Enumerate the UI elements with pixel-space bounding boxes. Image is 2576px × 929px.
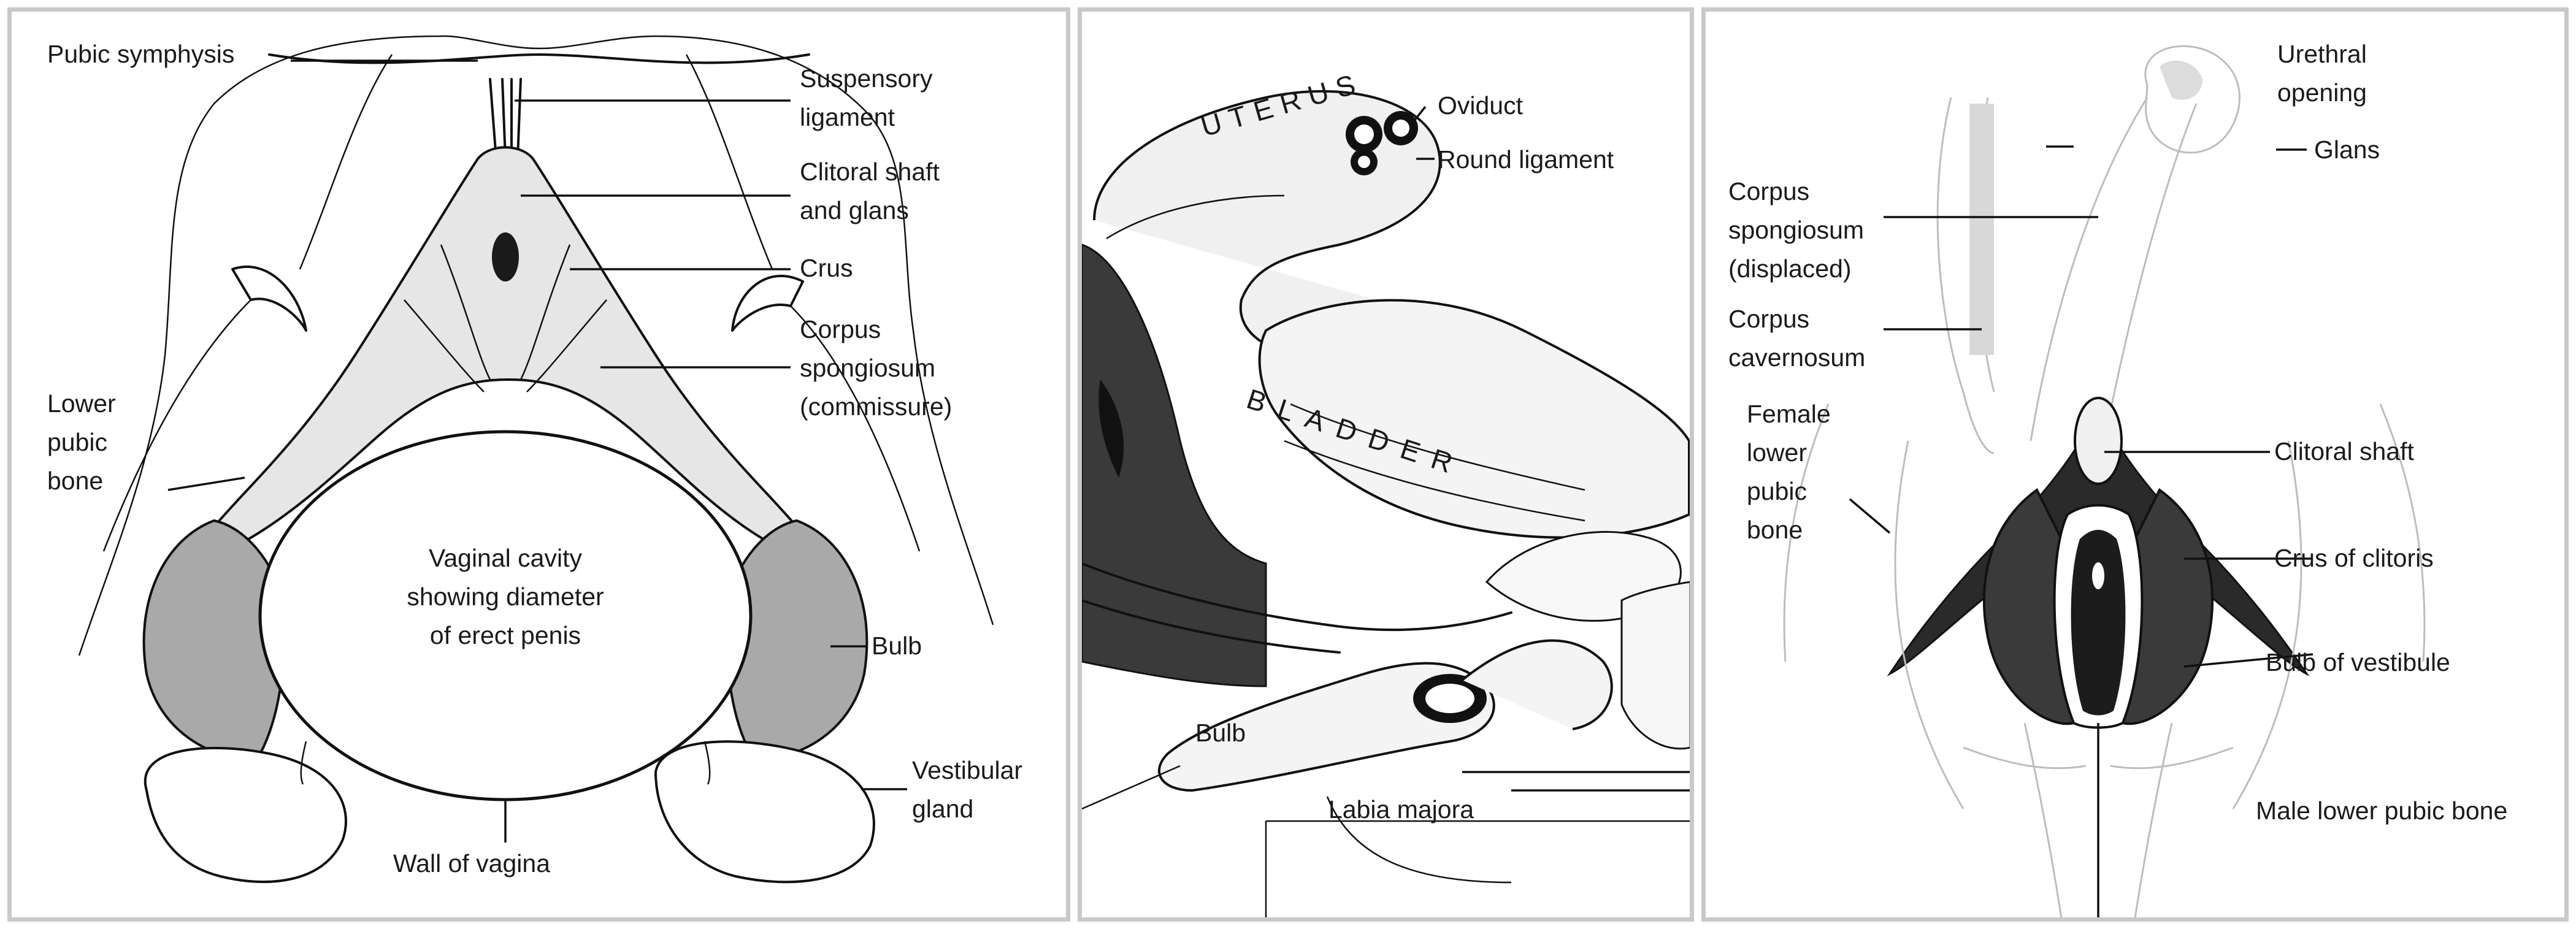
label-clitoral-shaft-1: Clitoral shaft <box>800 158 940 186</box>
label-pubic-symphysis: Pubic symphysis <box>47 40 235 68</box>
label-female-pubic-1: Female <box>1747 400 1831 428</box>
label-female-pubic-4: bone <box>1747 516 1803 544</box>
label-vaginal-cavity-3: of erect penis <box>429 621 581 649</box>
label-round-ligament: Round ligament <box>1438 145 1614 174</box>
side-anatomy-drawing <box>1082 90 1690 917</box>
label-vaginal-cavity-1: Vaginal cavity <box>429 544 582 572</box>
label-vestibular-gland-1: Vestibular <box>912 756 1023 784</box>
frontal-anatomy-drawing <box>78 35 994 884</box>
panel-frontal-view: Pubic symphysis Suspensory ligament Clit… <box>7 7 1070 922</box>
label-suspensory-ligament-2: ligament <box>800 103 895 131</box>
label-bulb-of-vestibule: Bulb of vestibule <box>2266 648 2450 676</box>
label-oviduct: Oviduct <box>1438 91 1523 120</box>
label-corpus-spongiosum-3: (displaced) <box>1728 254 1852 283</box>
label-lower-pubic-3: bone <box>47 467 104 495</box>
label-corpus-cavernosum-1: Corpus <box>1728 305 1810 333</box>
label-urethral-opening-1: Urethral <box>2277 40 2367 68</box>
label-labia-majora: Labia majora <box>1328 795 1474 824</box>
label-vestibular-gland-2: gland <box>912 795 974 823</box>
comparison-anatomy-drawing <box>1783 45 2426 917</box>
label-wall-of-vagina: Wall of vagina <box>393 849 550 877</box>
label-corpus-cavernosum-2: cavernosum <box>1728 343 1866 372</box>
label-crus: Crus <box>800 254 853 282</box>
label-clitoral-shaft-2: and glans <box>800 196 909 224</box>
label-corpus-spongiosum-2: spongiosum <box>1728 216 1865 244</box>
label-corpus-spongiosum-3: (commissure) <box>800 392 953 421</box>
label-urethral-opening-2: opening <box>2277 78 2367 107</box>
panel-side-view: UTERUS BLADDER Oviduct Round ligament Bu… <box>1078 7 1694 922</box>
label-bulb: Bulb <box>1195 719 1246 747</box>
label-female-pubic-2: lower <box>1747 438 1807 467</box>
label-clitoral-shaft: Clitoral shaft <box>2274 437 2414 465</box>
panel-male-female-comparison: Urethral opening Glans Corpus spongiosum… <box>1701 7 2569 922</box>
label-lower-pubic-2: pubic <box>47 428 108 456</box>
label-glans: Glans <box>2314 136 2380 164</box>
label-bulb: Bulb <box>872 632 922 660</box>
label-crus-of-clitoris: Crus of clitoris <box>2274 544 2434 572</box>
label-corpus-spongiosum-1: Corpus <box>1728 177 1810 205</box>
label-male-lower-pubic-bone: Male lower pubic bone <box>2256 797 2508 825</box>
label-vaginal-cavity-2: showing diameter <box>407 583 604 611</box>
label-lower-pubic-1: Lower <box>47 389 116 418</box>
label-corpus-spongiosum-1: Corpus <box>800 315 881 343</box>
label-suspensory-ligament-1: Suspensory <box>800 64 933 93</box>
label-corpus-spongiosum-2: spongiosum <box>800 354 936 382</box>
label-female-pubic-3: pubic <box>1747 477 1807 505</box>
